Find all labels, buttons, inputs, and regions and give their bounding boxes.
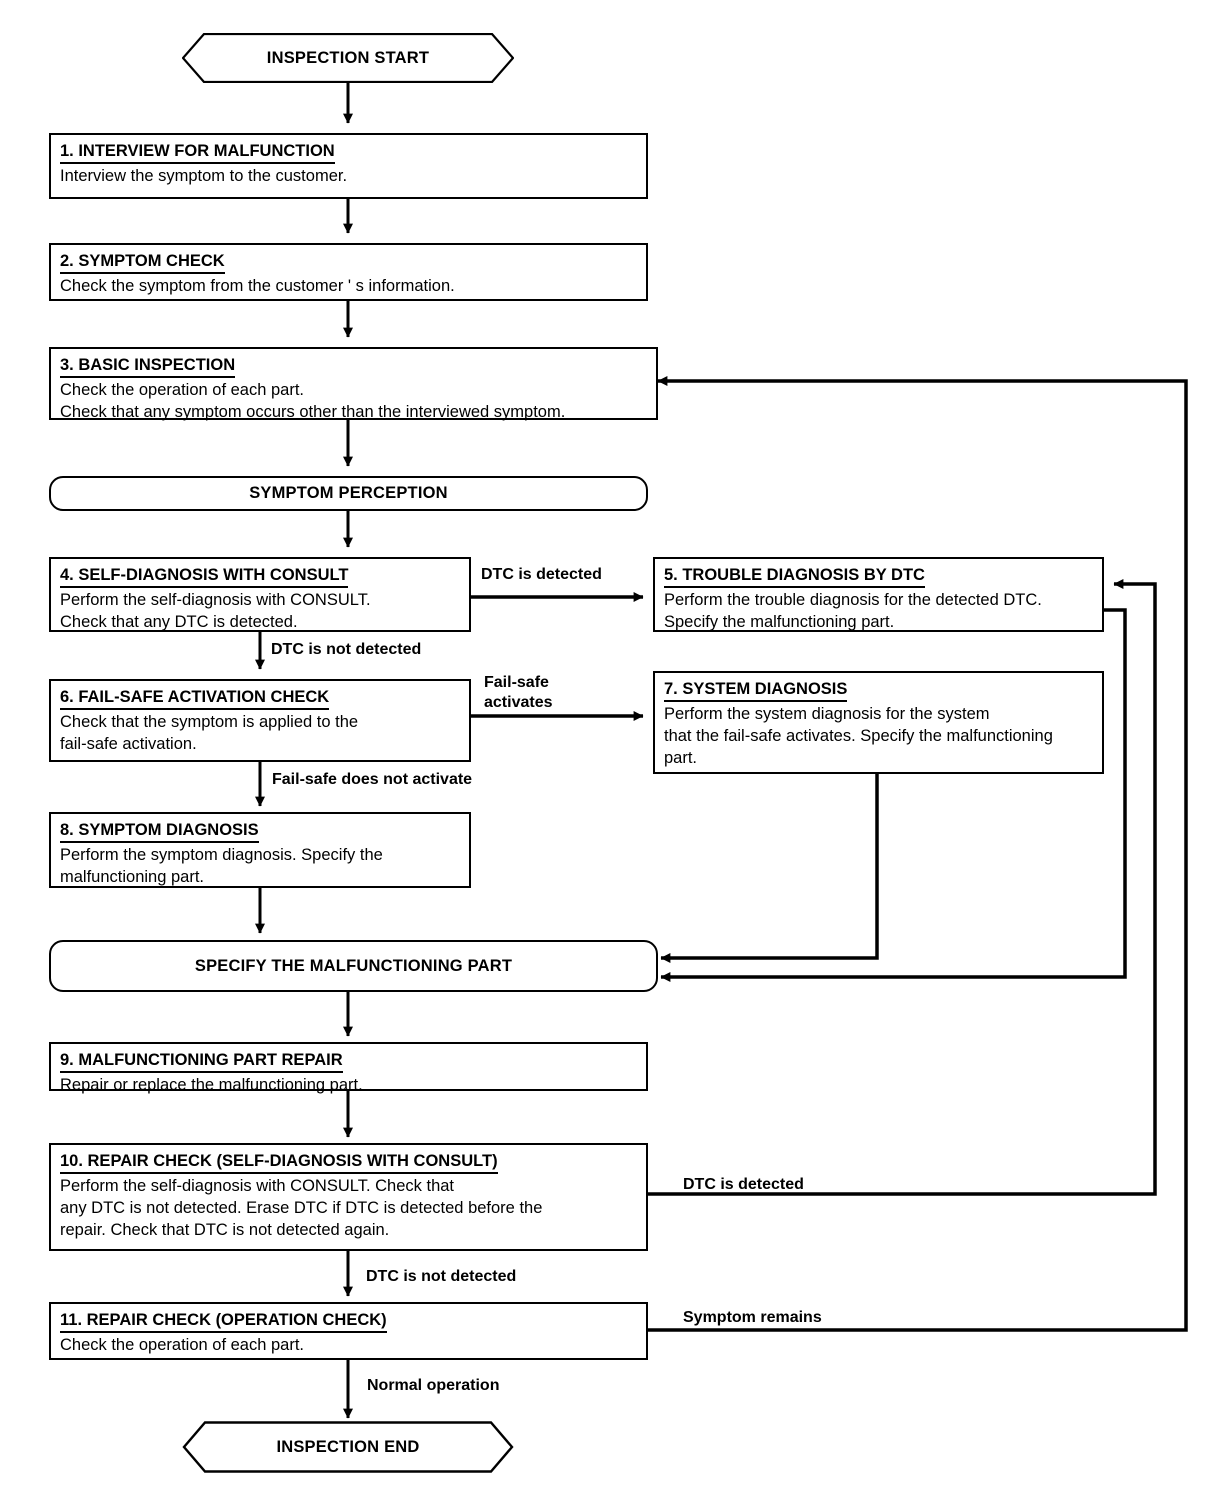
step4-title: 4. SELF-DIAGNOSIS WITH CONSULT bbox=[60, 565, 349, 589]
step9-title: 9. MALFUNCTIONING PART REPAIR bbox=[60, 1050, 343, 1074]
end-label: INSPECTION END bbox=[276, 1437, 420, 1456]
step4-body: Perform the self-diagnosis with CONSULT.… bbox=[60, 591, 371, 632]
step11-title: 11. REPAIR CHECK (OPERATION CHECK) bbox=[60, 1310, 387, 1334]
step2-title: 2. SYMPTOM CHECK bbox=[60, 251, 225, 275]
node-step5: 5. TROUBLE DIAGNOSIS BY DTC Perform the … bbox=[653, 557, 1104, 632]
step9-body: Repair or replace the malfunctioning par… bbox=[60, 1076, 363, 1095]
specify-part-label: SPECIFY THE MALFUNCTIONING PART bbox=[194, 956, 513, 975]
node-step4: 4. SELF-DIAGNOSIS WITH CONSULT Perform t… bbox=[49, 557, 471, 632]
symptom-perception-label: SYMPTOM PERCEPTION bbox=[249, 484, 448, 502]
node-step7: 7. SYSTEM DIAGNOSIS Perform the system d… bbox=[653, 671, 1104, 774]
node-specify-part: SPECIFY THE MALFUNCTIONING PART bbox=[49, 940, 658, 992]
step1-title: 1. INTERVIEW FOR MALFUNCTION bbox=[60, 141, 335, 165]
node-step9: 9. MALFUNCTIONING PART REPAIR Repair or … bbox=[49, 1042, 648, 1094]
node-step2: 2. SYMPTOM CHECK Check the symptom from … bbox=[49, 243, 648, 301]
node-step11: 11. REPAIR CHECK (OPERATION CHECK) Check… bbox=[49, 1302, 648, 1360]
step10-body: Perform the self-diagnosis with CONSULT.… bbox=[60, 1177, 543, 1239]
edge-label-normal-operation: Normal operation bbox=[367, 1377, 500, 1394]
step6-body: Check that the symptom is applied to the… bbox=[60, 713, 359, 754]
start-terminator: INSPECTION START bbox=[182, 33, 514, 83]
node-symptom-perception: SYMPTOM PERCEPTION bbox=[49, 476, 648, 511]
step6-title: 6. FAIL-SAFE ACTIVATION CHECK bbox=[60, 687, 330, 711]
step1-body: Interview the symptom to the customer. bbox=[60, 167, 348, 186]
edge-label-failsafe-activates: Fail-safe activates bbox=[484, 674, 553, 711]
step5-body: Perform the trouble diagnosis for the de… bbox=[664, 591, 1042, 632]
step7-body: Perform the system diagnosis for the sys… bbox=[664, 705, 1053, 767]
step5-title: 5. TROUBLE DIAGNOSIS BY DTC bbox=[664, 565, 925, 589]
edge-label-dtc-not-detected-4: DTC is not detected bbox=[271, 641, 422, 658]
node-step8: 8. SYMPTOM DIAGNOSIS Perform the symptom… bbox=[49, 812, 471, 888]
step2-body: Check the symptom from the customer ' s … bbox=[60, 277, 455, 296]
start-label: INSPECTION START bbox=[266, 48, 430, 67]
edge-label-dtc-not-detected-10: DTC is not detected bbox=[366, 1268, 517, 1285]
step11-body: Check the operation of each part. bbox=[60, 1336, 304, 1355]
edge-label-symptom-remains: Symptom remains bbox=[683, 1309, 822, 1326]
node-step3: 3. BASIC INSPECTION Check the operation … bbox=[49, 347, 658, 421]
edge-label-failsafe-not-activate: Fail-safe does not activate bbox=[272, 771, 473, 788]
step3-title: 3. BASIC INSPECTION bbox=[60, 355, 236, 379]
end-terminator: INSPECTION END bbox=[182, 1421, 514, 1473]
edge-label-dtc-detected-4: DTC is detected bbox=[481, 566, 602, 583]
edge-label-dtc-detected-10: DTC is detected bbox=[683, 1176, 804, 1193]
step10-title: 10. REPAIR CHECK (SELF-DIAGNOSIS WITH CO… bbox=[60, 1151, 498, 1175]
node-step10: 10. REPAIR CHECK (SELF-DIAGNOSIS WITH CO… bbox=[49, 1143, 648, 1251]
step3-body: Check the operation of each part. Check … bbox=[60, 381, 566, 422]
step8-title: 8. SYMPTOM DIAGNOSIS bbox=[60, 820, 259, 844]
node-step6: 6. FAIL-SAFE ACTIVATION CHECK Check that… bbox=[49, 679, 471, 762]
node-step1: 1. INTERVIEW FOR MALFUNCTION Interview t… bbox=[49, 133, 648, 199]
step8-body: Perform the symptom diagnosis. Specify t… bbox=[60, 846, 383, 887]
step7-title: 7. SYSTEM DIAGNOSIS bbox=[664, 679, 848, 703]
